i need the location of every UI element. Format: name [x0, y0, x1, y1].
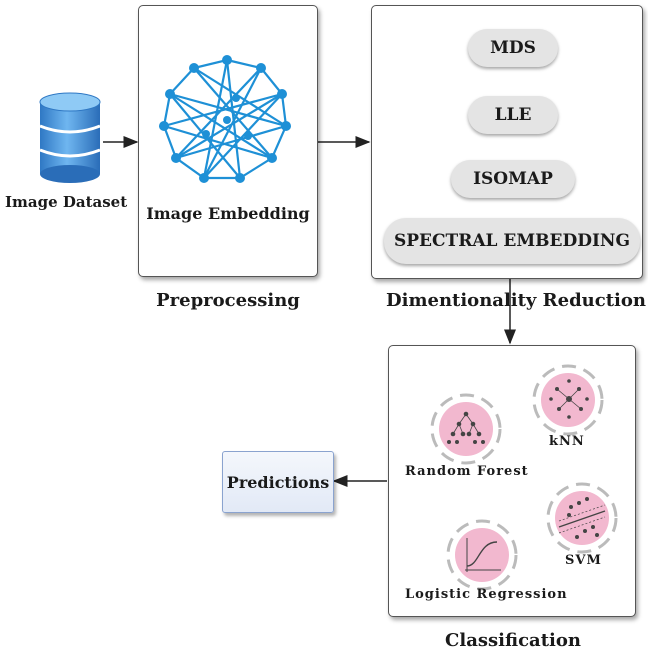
image-dataset: Image Dataset: [0, 92, 135, 222]
knn-label: kNN: [549, 434, 585, 449]
predictions-box: Predictions: [222, 451, 334, 513]
svm-label: SVM: [565, 553, 602, 568]
svm-icon: [546, 482, 618, 554]
random-forest-icon: [430, 393, 502, 465]
random-forest-label: Random Forest: [405, 464, 529, 479]
database-icon: [39, 92, 101, 183]
logistic-regression-icon: [446, 519, 518, 591]
dimensionality-reduction-panel: MDS LLE ISOMAP SPECTRAL EMBEDDING: [371, 5, 643, 279]
method-isomap: ISOMAP: [451, 160, 575, 198]
network-icon: [159, 55, 291, 183]
logistic-regression-label: Logistic Regression: [405, 587, 568, 602]
image-dataset-label: Image Dataset: [5, 193, 128, 211]
image-embedding-label: Image Embedding: [146, 204, 310, 223]
preprocessing-panel: Image Embedding: [138, 5, 318, 277]
preprocessing-title: Preprocessing: [156, 290, 300, 311]
classification-title: Classification: [445, 630, 581, 651]
method-mds: MDS: [468, 29, 558, 67]
method-lle: LLE: [468, 96, 558, 134]
dimensionality-reduction-title: Dimentionality Reduction: [386, 290, 646, 311]
knn-icon: [532, 364, 604, 436]
method-spectral-embedding: SPECTRAL EMBEDDING: [384, 218, 640, 264]
classification-panel: Random Forest kNN Logistic Regression: [388, 345, 636, 617]
